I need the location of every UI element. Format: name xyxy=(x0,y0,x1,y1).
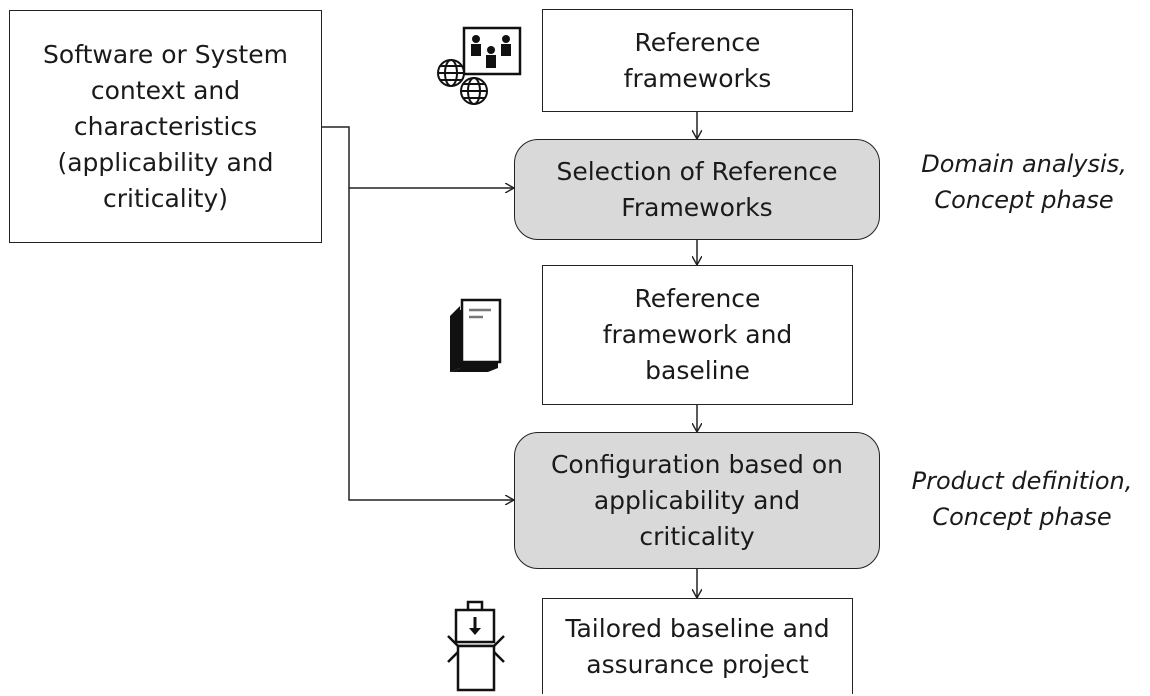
connector-context-to-selection xyxy=(322,126,514,188)
context-line-1: Software or System xyxy=(43,39,288,69)
reference-frameworks-box: Reference frameworks xyxy=(542,9,853,112)
selection-line-1: Selection of Reference xyxy=(556,156,838,186)
selection-process-box: Selection of Reference Frameworks xyxy=(514,139,880,240)
configuration-line-3: criticality xyxy=(639,521,755,551)
domain-phase-line-1: Domain analysis, xyxy=(921,150,1127,178)
product-phase-line-1: Product definition, xyxy=(911,467,1133,495)
selection-line-2: Frameworks xyxy=(621,192,773,222)
configuration-line-1: Configuration based on xyxy=(550,449,844,479)
configuration-process-box: Configuration based on applicability and… xyxy=(514,432,880,569)
connector-context-to-configuration xyxy=(348,188,514,500)
product-phase-label: Product definition, Concept phase xyxy=(898,463,1146,535)
domain-phase-line-2: Concept phase xyxy=(934,186,1114,214)
tailored-box: Tailored baseline and assurance project xyxy=(542,598,853,694)
people-globe-icon xyxy=(437,26,522,105)
framework-baseline-line-3: baseline xyxy=(645,356,750,385)
context-line-4: (applicability and xyxy=(57,147,274,177)
framework-baseline-box: Reference framework and baseline xyxy=(542,265,853,405)
package-box-icon xyxy=(447,600,505,692)
context-box: Software or System context and character… xyxy=(9,10,322,243)
context-line-5: criticality) xyxy=(102,183,229,213)
reference-frameworks-line-2: frameworks xyxy=(623,63,772,93)
framework-baseline-line-2: framework and xyxy=(602,320,793,349)
configuration-line-2: applicability and xyxy=(593,485,801,515)
tailored-line-2: assurance project xyxy=(586,649,809,679)
tailored-line-1: Tailored baseline and xyxy=(565,613,830,643)
product-phase-line-2: Concept phase xyxy=(932,503,1112,531)
reference-frameworks-line-1: Reference xyxy=(634,27,761,57)
context-line-3: characteristics xyxy=(73,111,258,141)
domain-phase-label: Domain analysis, Concept phase xyxy=(906,146,1142,218)
context-line-2: context and xyxy=(90,75,241,105)
framework-baseline-line-1: Reference xyxy=(634,284,761,313)
document-stack-icon xyxy=(450,298,502,372)
